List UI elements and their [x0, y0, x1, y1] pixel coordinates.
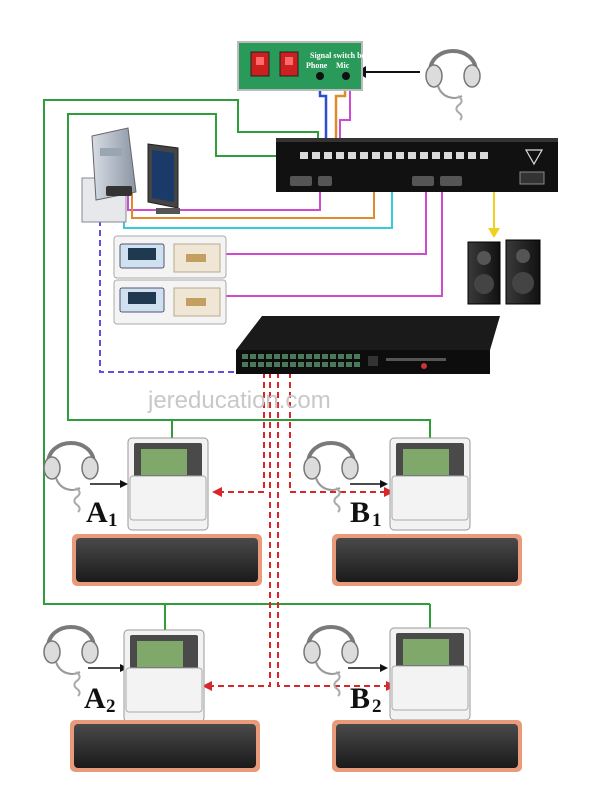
station-a2-letter: A [84, 682, 106, 715]
station-b1-number: 1 [372, 510, 382, 531]
station-a1-number: 1 [108, 510, 118, 531]
phone-jack [316, 72, 324, 80]
station-a2: A 2 [42, 625, 260, 772]
green-cable-inner [67, 113, 431, 438]
teacher-control-unit [276, 138, 558, 192]
station-b2-keyboard [332, 720, 522, 772]
station-b1: B 1 [302, 437, 522, 586]
teacher-headset-icon [424, 49, 482, 122]
station-headset-arrows [88, 483, 384, 669]
watermark-text: jereducation.com [147, 387, 331, 414]
switch-board-phone-label: Phone [306, 61, 328, 70]
station-a1-letter: A [86, 496, 108, 529]
magenta-cable-player1 [224, 186, 427, 255]
signal-switch-board: Signal switch board Phone Mic [237, 41, 378, 91]
orange-cable-pc [131, 180, 375, 219]
station-b2-number: 2 [372, 696, 382, 717]
teacher-computer [81, 127, 180, 223]
station-a2-keyboard [70, 720, 260, 772]
mic-jack [342, 72, 350, 80]
switch-board-mic-label: Mic [336, 61, 350, 70]
red-dashed-cables [208, 372, 390, 687]
speakers [467, 239, 541, 305]
magenta-cable-pc [127, 184, 321, 211]
station-a2-number: 2 [106, 696, 116, 717]
station-b1-keyboard [332, 534, 522, 586]
green-cable-outer [43, 99, 430, 605]
media-player-1 [113, 235, 227, 279]
purple-dashed-cable [99, 220, 266, 373]
network-switch [236, 316, 500, 374]
media-player-2 [113, 279, 227, 325]
switch-board-title: Signal switch board [310, 51, 378, 60]
station-a1: A 1 [42, 437, 262, 586]
station-b2-letter: B [350, 682, 370, 715]
station-b2: B 2 [302, 625, 522, 772]
station-b1-letter: B [350, 496, 370, 529]
station-a1-keyboard [72, 534, 262, 586]
magenta-cable-player2 [226, 186, 443, 297]
